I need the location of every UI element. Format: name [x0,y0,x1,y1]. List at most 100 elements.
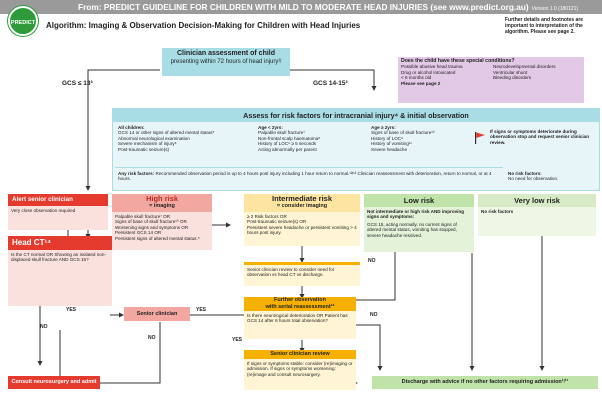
risk-item: ≥ 2 Risk factors OR [247,214,287,219]
risk-item: Severe mechanism of injury⁶ [118,141,177,147]
special-item: Possible abusive head trauma [401,64,463,70]
head-ct-question: Is the CT normal OR Showing an isolated … [11,252,106,263]
any-risk-text: Recommended observation period is up to … [118,171,492,182]
high-risk-box: High risk = imaging Palpable skull fract… [112,194,212,250]
gcs-low-label: GCS ≤ 13³ [62,80,93,87]
assess-risk-section: Assess for risk factors for intracranial… [112,108,600,191]
risk-item: History of vomiting¹¹ [371,141,412,147]
special-conditions-box: Does the child have these special condit… [398,57,584,103]
further-title: Further observation [274,297,326,303]
guideline-header: From: PREDICT GUIDELINE FOR CHILDREN WIT… [0,0,602,14]
low-risk-box: Low risk Not intermediate or high risk A… [364,194,474,252]
no-risk-text: No need for observation. [508,176,559,182]
any-risk-title: Any risk factors: [118,171,155,176]
clinician-title: Clinician assessment of child [176,50,276,57]
logo-text: PREDICT [10,20,36,26]
special-list-2: Neurodevelopmental disorders Ventricular… [493,64,556,80]
very-low-criteria: No risk factors [481,209,514,214]
special-list-1: Possible abusive head trauma Drug or alc… [401,64,493,80]
low-risk-details: GCS 15, acting normally, no current sign… [367,221,457,238]
risk-item: Abnormal neurological examination [118,135,190,141]
discharge-box: Discharge with advice if no other factor… [372,376,598,389]
further-subtitle: with serial reassessment¹² [265,304,335,310]
version-label: Version 1.0 (180121) [531,6,579,12]
risk-item: Worsening signs and symptoms OR [115,224,189,230]
intermediate-subtitle: = consider imaging [276,203,328,209]
clinician-subtitle: presenting within 72 hours of head injur… [170,59,282,65]
senior-review-2-title: Senior clinician review [244,350,356,359]
alert-body: Very close observation required [11,208,76,213]
senior-review-2-body: If signs or symptoms stable: consider (r… [247,361,353,377]
special-item: Drug or alcohol intoxicated [401,69,456,75]
yes-label: YES [196,307,207,313]
special-item: Bleeding disorders [493,75,532,81]
high-risk-header: High risk = imaging [112,194,212,212]
senior-review-text: Senior clinician review to consider need… [247,267,335,278]
predict-logo: PREDICT [8,6,38,36]
special-item: Neurodevelopmental disorders [493,64,556,70]
age-over2-title: Age ≥ 2yrs: [371,125,396,130]
header-text: From: PREDICT GUIDELINE FOR CHILDREN WIT… [78,2,529,12]
risk-item: Acting abnormally per parent [258,146,317,152]
all-children-box: All children: GCS 14 or other signs of a… [115,123,255,154]
no-label: NO [148,335,156,341]
senior-review-2-box: Senior clinician review If signs or symp… [244,350,356,390]
risk-item: Signs of base of skull fracture¹⁰ OR [115,219,187,225]
alert-title: Alert senior clinician [8,194,108,206]
risk-item: History of LOC⁹ [371,135,404,141]
risk-item: GCS 14 or other signs of altered mental … [118,130,215,136]
no-risk-title: No risk factors: [508,171,542,176]
further-header: Further observation with serial reassess… [244,297,356,311]
risk-item: Severe headache [371,146,408,152]
risk-item: Post-traumatic seizure(s) [118,146,170,152]
any-risk-box: Any risk factors: Recommended observatio… [115,169,500,184]
high-risk-subtitle: = imaging [149,203,175,209]
gcs-high-label: GCS 14-15³ [313,80,348,87]
intermediate-title: Intermediate risk [271,194,333,203]
low-risk-title: Low risk [364,194,474,207]
very-low-risk-box: Very low risk No risk factors [478,194,596,236]
high-risk-title: High risk [145,194,179,203]
no-label: NO [40,324,48,330]
risk-item: History of LOC⁹ ≥ 5 seconds [258,141,317,147]
risk-item: Palpable skull fracture⁷ [258,130,305,136]
special-title: Does the child have these special condit… [401,58,515,64]
intermediate-header: Intermediate risk = consider imaging [244,194,360,212]
warning-flag-icon [475,131,485,144]
risk-item: Non-frontal scalp haematoma⁸ [258,135,321,141]
risk-item: Palpable skull fracture⁷ OR [115,214,171,219]
risk-item: Post-traumatic seizure(s) OR [247,219,307,225]
consult-neurosurgery-box: Consult neurosurgery and admit [8,376,100,389]
no-label: NO [368,258,376,264]
all-children-title: All children: [118,125,145,130]
further-observation-box: Further observation with serial reassess… [244,297,356,339]
yes-label: YES [66,307,77,313]
deterioration-note: If signs or symptoms deteriorate during … [490,129,590,145]
risk-item: Signs of base of skull fracture¹⁰ [371,130,435,136]
further-question: Is there neurological deterioration OR P… [247,313,348,324]
algorithm-title: Algorithm: Imaging & Observation Decisio… [46,21,361,30]
risk-item: Persistent signs of altered mental statu… [115,235,200,241]
no-risk-box: No risk factors: No need for observation… [505,169,599,184]
no-label: NO [370,312,378,318]
alert-senior-box: Alert senior clinician Very close observ… [8,194,108,230]
clinician-assessment-box: Clinician assessment of child presenting… [162,48,290,76]
senior-concerns-box: Senior clinician concerns? [124,307,190,321]
footnote-note: Further details and footnotes are import… [505,17,584,35]
risk-item: Persistent severe headache or persistent… [247,224,357,236]
head-ct-box: Head CT¹⁴ Is the CT normal OR Showing an… [8,236,112,306]
special-item: Ventricular shunt [493,69,528,75]
age-over2-box: Age ≥ 2yrs: Signs of base of skull fract… [368,123,468,154]
special-see: Please see page 2 [401,80,441,86]
very-low-risk-title: Very low risk [478,194,596,207]
assess-title: Assess for risk factors for intracranial… [113,109,599,122]
low-risk-criteria: Not intermediate or high risk AND improv… [367,209,465,220]
head-ct-title: Head CT¹⁴ [8,236,112,250]
senior-review-box: Senior clinician review to consider need… [244,262,360,286]
intermediate-risk-box: Intermediate risk = consider imaging ≥ 2… [244,194,360,246]
risk-item: Persistent GCS 14 OR [115,230,162,236]
age-under2-title: Age < 2yrs: [258,125,283,130]
special-item: < 6 months old [401,75,432,81]
yes-label: YES [232,337,243,343]
